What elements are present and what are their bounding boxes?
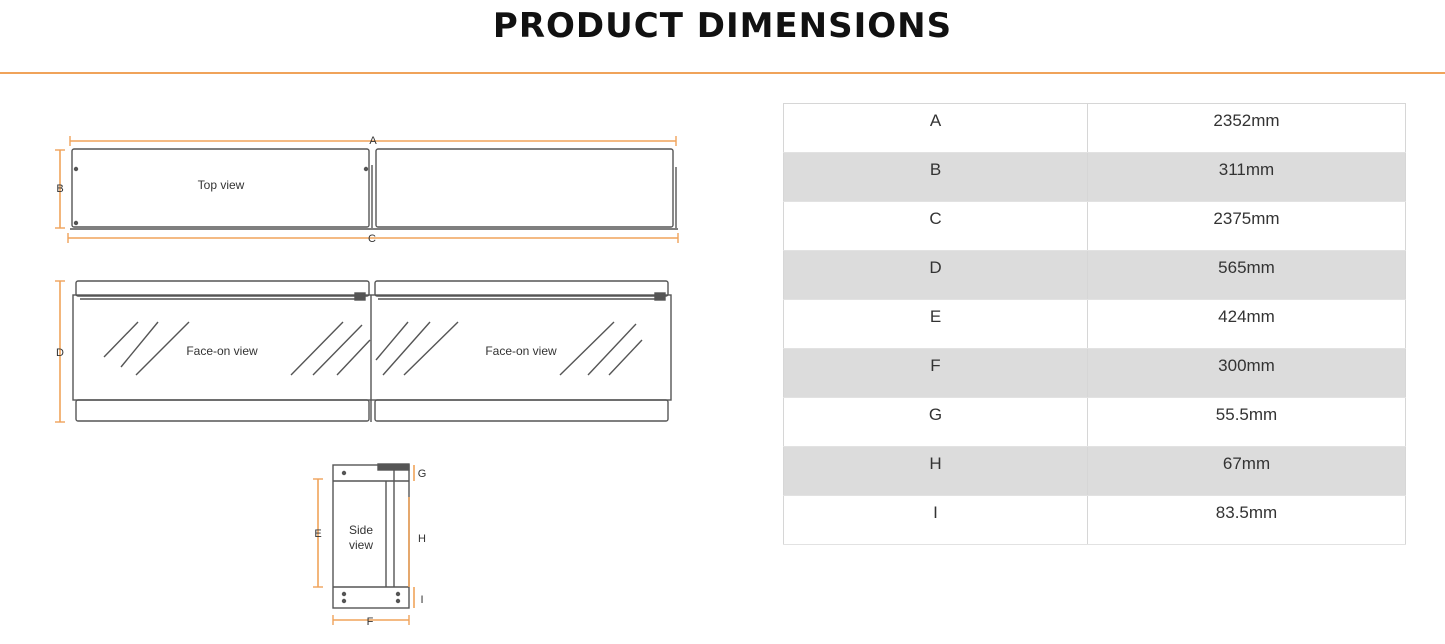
dim-letter-c: C bbox=[368, 233, 376, 245]
dimension-key: G bbox=[783, 397, 1088, 447]
dimension-value: 300mm bbox=[1087, 348, 1406, 398]
dimension-value: 67mm bbox=[1087, 446, 1406, 496]
dimension-value: 311mm bbox=[1087, 152, 1406, 202]
dim-letter-e: E bbox=[314, 528, 321, 540]
header: PRODUCT DIMENSIONS bbox=[0, 0, 1445, 74]
dim-letter-f: F bbox=[367, 616, 374, 628]
dimension-key: A bbox=[783, 103, 1088, 153]
dimension-key: D bbox=[783, 250, 1088, 300]
dimension-value: 2375mm bbox=[1087, 201, 1406, 251]
dimension-key: E bbox=[783, 299, 1088, 349]
dimension-key: B bbox=[783, 152, 1088, 202]
dim-letter-i: I bbox=[420, 594, 423, 606]
side-view-drawing bbox=[313, 463, 415, 625]
face-on-view-label-left: Face-on view bbox=[186, 344, 258, 358]
dim-letter-a: A bbox=[369, 135, 377, 147]
top-view-label: Top view bbox=[198, 178, 245, 192]
page-title: PRODUCT DIMENSIONS bbox=[492, 6, 953, 46]
dim-letter-h: H bbox=[418, 533, 426, 545]
dim-letter-b: B bbox=[56, 183, 63, 195]
dimension-value: 565mm bbox=[1087, 250, 1406, 300]
side-view-label-line2: view bbox=[349, 538, 373, 552]
top-view-drawing bbox=[55, 136, 679, 243]
dimension-key: C bbox=[783, 201, 1088, 251]
dimension-key: I bbox=[783, 495, 1088, 545]
dimension-value: 55.5mm bbox=[1087, 397, 1406, 447]
dim-letter-g: G bbox=[418, 468, 427, 480]
dimension-value: 2352mm bbox=[1087, 103, 1406, 153]
dimension-key: H bbox=[783, 446, 1088, 496]
side-view-label-line1: Side bbox=[349, 523, 373, 537]
dimension-diagram: A B C Top view D Face-on view bbox=[55, 135, 679, 628]
face-on-view-drawing bbox=[55, 280, 672, 423]
dimension-key: F bbox=[783, 348, 1088, 398]
dimension-value: 424mm bbox=[1087, 299, 1406, 349]
face-on-view-label-right: Face-on view bbox=[485, 344, 557, 358]
dimension-value: 83.5mm bbox=[1087, 495, 1406, 545]
dim-letter-d: D bbox=[56, 347, 64, 359]
